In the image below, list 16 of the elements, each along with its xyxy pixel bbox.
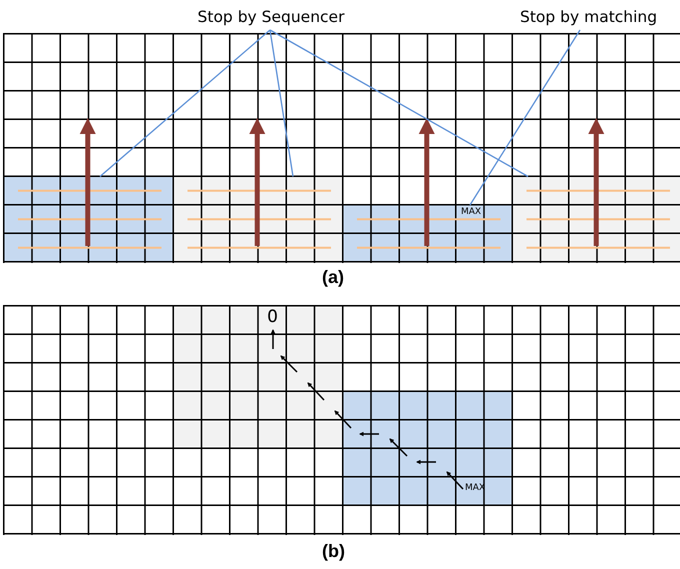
- callout-text: Stop by matching: [520, 10, 658, 26]
- shaded-block: [343, 205, 512, 262]
- shaded-block: [512, 176, 680, 262]
- subfigure-label: (a): [322, 268, 344, 286]
- leader-line: [270, 29, 528, 178]
- shaded-block: [343, 392, 512, 506]
- value-label: 0: [266, 309, 279, 326]
- subfigure-label: (b): [322, 542, 345, 560]
- leader-line: [100, 30, 270, 177]
- shaded-block: [174, 306, 343, 448]
- leader-line: [469, 30, 581, 206]
- leader-line: [269, 30, 294, 177]
- value-label: MAX: [461, 208, 482, 217]
- shaded-block: [174, 176, 343, 262]
- shaded-block: [4, 176, 174, 262]
- callout-text: Stop by Sequencer: [196, 10, 346, 26]
